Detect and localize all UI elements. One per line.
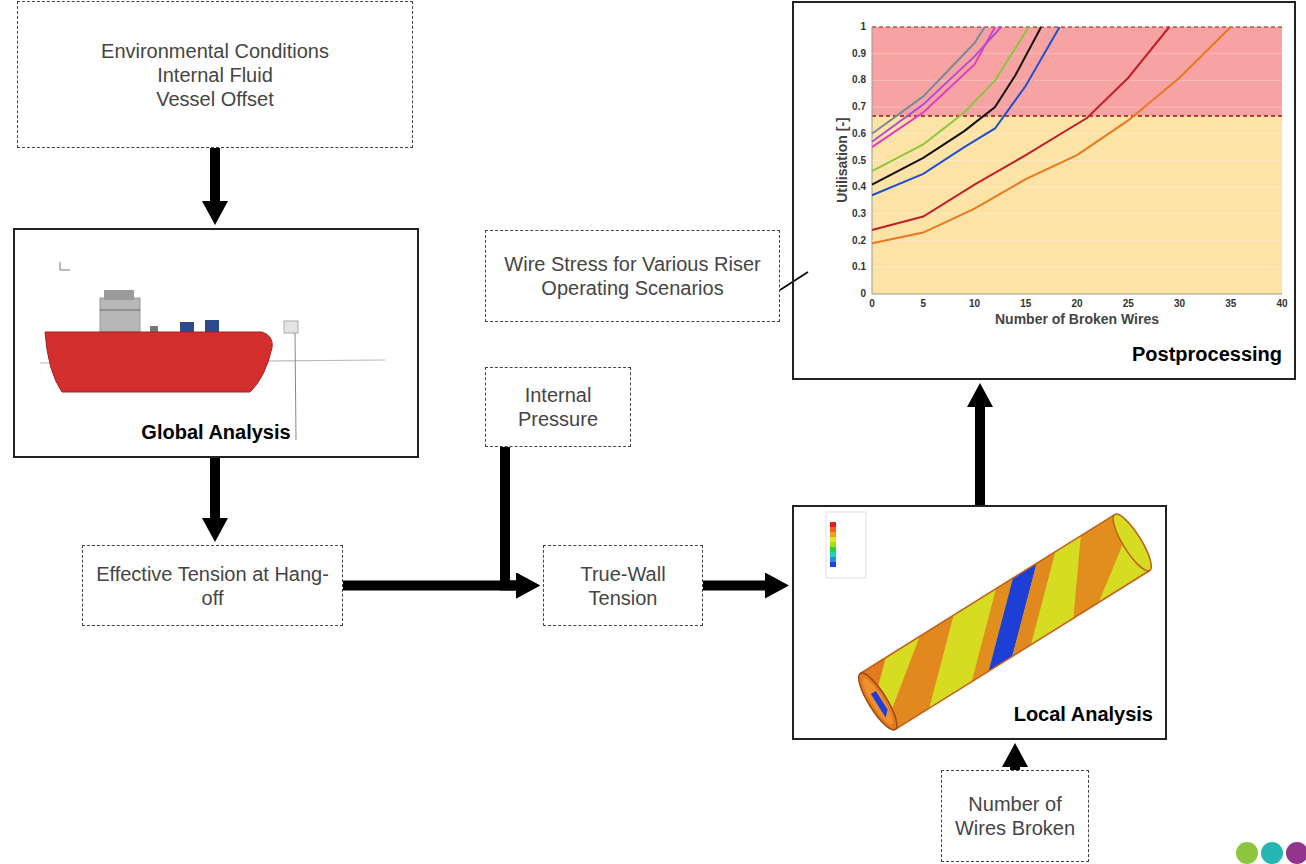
box-text: Effective Tension at Hang-off [93,562,332,610]
tick-label: 0.8 [852,75,866,85]
box-text: Internal Fluid [157,63,273,87]
box-text: True-Wall Tension [554,562,692,610]
grid-line [872,133,1282,134]
tick-label: 10 [969,299,980,309]
tick-label: 0.1 [852,262,866,272]
axis-title: Utilisation [-] [835,117,849,203]
box-text: Wire Stress for Various Riser Operating … [496,252,769,300]
grid-line [872,160,1282,161]
tick-label: 5 [920,299,926,309]
grid-line [872,107,1282,108]
tick-label: 15 [1020,299,1031,309]
tick-label: 0.2 [852,236,866,246]
tick-label: 0.3 [852,209,866,219]
input-box: True-Wall Tension [543,545,703,626]
tick-label: 20 [1071,299,1082,309]
logo-dot [1261,842,1283,864]
input-box: Internal Pressure [485,367,631,447]
box-text: Environmental Conditions [101,39,329,63]
panel-title: Global Analysis [15,421,417,444]
tick-label: 0.9 [852,49,866,59]
flow-arrow [210,148,220,201]
axis-title: Number of Broken Wires [995,312,1159,326]
flow-arrow [505,447,516,586]
chart-curve [872,27,985,134]
chart-curve [872,27,1041,185]
box-text: Vessel Offset [156,87,273,111]
tick-label: 0.6 [852,129,866,139]
input-box: Environmental ConditionsInternal FluidVe… [17,1,413,148]
grid-line [872,80,1282,81]
leader-line [780,272,808,290]
chart-curve [872,27,1060,195]
tick-label: 0.4 [852,182,866,192]
flow-arrow [343,581,516,591]
tick-label: 0 [860,289,866,299]
grid-line [872,267,1282,268]
utilisation-chart [872,27,1282,294]
pipe-model [826,510,1157,734]
logo-dot [1286,842,1306,864]
tick-label: 0.5 [852,156,866,166]
chart-curve [872,27,1169,230]
panel-title: Local Analysis [1014,703,1153,726]
analysis-panel: Global Analysis [13,228,419,458]
flow-arrow [975,407,985,505]
grid-line [872,213,1282,214]
chart-curve [872,27,1001,142]
analysis-panel: Local Analysis [792,505,1167,740]
grid-line [872,187,1282,188]
flow-arrow [703,581,765,591]
grid-line [872,240,1282,241]
ship-illustration [40,262,385,440]
input-box: Effective Tension at Hang-off [82,545,343,626]
chart-band [872,116,1282,294]
tick-label: 1 [860,22,866,32]
chart-curve [872,27,1231,243]
tick-label: 35 [1225,299,1236,309]
tick-label: 25 [1123,299,1134,309]
tick-label: 40 [1276,299,1287,309]
grid-line [872,53,1282,54]
tick-label: 0.7 [852,102,866,112]
flow-arrow [210,458,220,518]
tick-label: 0 [869,299,875,309]
box-text: Internal Pressure [496,383,620,431]
input-box: Wire Stress for Various Riser Operating … [485,230,780,322]
box-text: Number of Wires Broken [952,792,1078,840]
tick-label: 30 [1174,299,1185,309]
logo-dot [1236,842,1258,864]
chart-curve [872,27,1029,171]
input-box: Number of Wires Broken [941,770,1089,862]
panel-title: Postprocessing [1132,343,1282,366]
